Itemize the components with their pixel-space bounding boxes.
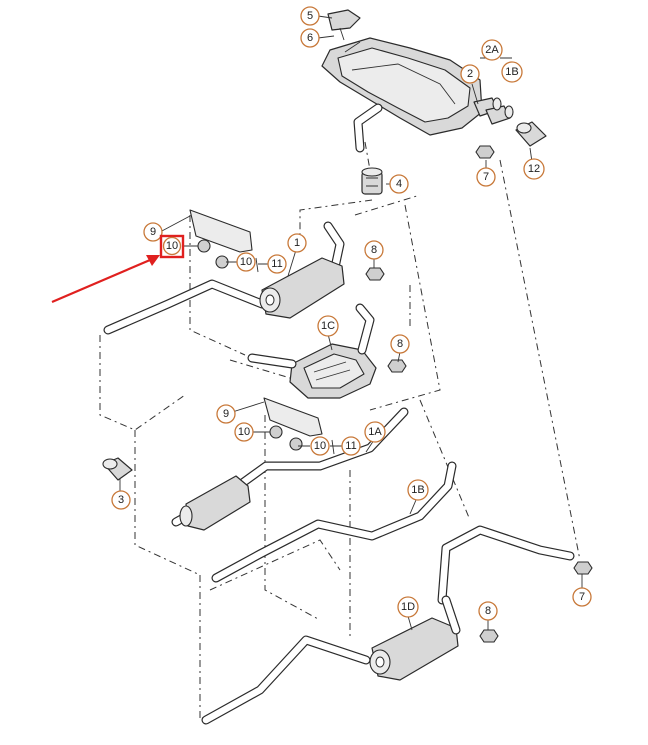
callout-10-lower-b: 10 xyxy=(310,436,330,456)
callout-8-top: 8 xyxy=(364,240,384,260)
callout-6: 6 xyxy=(300,28,320,48)
svg-text:11: 11 xyxy=(271,258,282,270)
callout-10-highlighted: 10 xyxy=(159,234,185,259)
svg-text:10: 10 xyxy=(238,426,250,438)
callout-1b-top: 1B xyxy=(501,61,523,83)
svg-text:10: 10 xyxy=(240,256,252,268)
callout-1a: 1A xyxy=(364,421,386,443)
svg-text:7: 7 xyxy=(579,591,585,603)
assembly-dash-lines xyxy=(99,141,581,720)
callout-12: 12 xyxy=(523,158,545,180)
callout-10-lower-a: 10 xyxy=(234,422,254,442)
heat-shield xyxy=(247,303,377,399)
callout-7-right: 7 xyxy=(572,587,592,607)
svg-text:1C: 1C xyxy=(321,320,335,332)
callout-11-lower: 11 xyxy=(341,436,361,456)
lower-bracket xyxy=(263,397,335,455)
svg-text:9: 9 xyxy=(223,408,229,420)
svg-text:9: 9 xyxy=(150,226,156,238)
rear-silencer xyxy=(321,9,514,153)
clamp-part-4 xyxy=(361,167,383,195)
svg-text:6: 6 xyxy=(307,32,313,44)
svg-text:2: 2 xyxy=(467,68,473,80)
callout-8-mid: 8 xyxy=(390,334,410,354)
callout-5: 5 xyxy=(300,6,320,26)
callout-9-top: 9 xyxy=(143,222,163,242)
callout-1c: 1C xyxy=(317,315,339,337)
callout-9-lower: 9 xyxy=(216,404,236,424)
callout-3: 3 xyxy=(111,490,131,510)
callout-11-top: 11 xyxy=(267,254,287,274)
svg-text:2A: 2A xyxy=(485,44,499,56)
svg-text:10: 10 xyxy=(314,440,326,452)
callout-7-top: 7 xyxy=(476,167,496,187)
callout-1b-lower: 1B xyxy=(407,479,429,501)
callout-10-mid: 10 xyxy=(236,252,256,272)
svg-text:11: 11 xyxy=(345,440,356,452)
callout-2a: 2A xyxy=(481,39,503,61)
svg-text:12: 12 xyxy=(528,163,540,175)
svg-text:3: 3 xyxy=(118,494,124,506)
svg-text:1A: 1A xyxy=(368,426,382,438)
lower-pipe-muffler xyxy=(201,595,461,725)
upper-pipe-muffler xyxy=(103,221,345,335)
svg-text:5: 5 xyxy=(307,10,313,22)
tailpipe-trim-part-12 xyxy=(515,121,547,147)
callout-2: 2 xyxy=(460,64,480,84)
nuts xyxy=(365,145,593,643)
svg-text:8: 8 xyxy=(371,244,377,256)
callouts: 5 6 2A 1B 2 4 7 12 9 10 1 10 11 8 1C 8 9… xyxy=(111,6,592,621)
red-pointer-arrow xyxy=(51,255,160,304)
callout-4: 4 xyxy=(389,174,409,194)
svg-text:1D: 1D xyxy=(401,601,415,613)
svg-text:10: 10 xyxy=(166,240,178,252)
callout-8-bottom: 8 xyxy=(478,601,498,621)
svg-text:7: 7 xyxy=(483,171,489,183)
svg-text:4: 4 xyxy=(396,178,402,190)
svg-text:8: 8 xyxy=(485,605,491,617)
right-connecting-pipe xyxy=(437,525,575,605)
clamp-part-3 xyxy=(102,457,133,481)
svg-text:1: 1 xyxy=(294,237,300,249)
callout-1d: 1D xyxy=(397,596,419,618)
svg-text:1B: 1B xyxy=(505,66,518,78)
callout-1: 1 xyxy=(287,233,307,253)
svg-text:8: 8 xyxy=(397,338,403,350)
svg-text:1B: 1B xyxy=(411,484,424,496)
long-pipe-1b xyxy=(211,461,457,583)
